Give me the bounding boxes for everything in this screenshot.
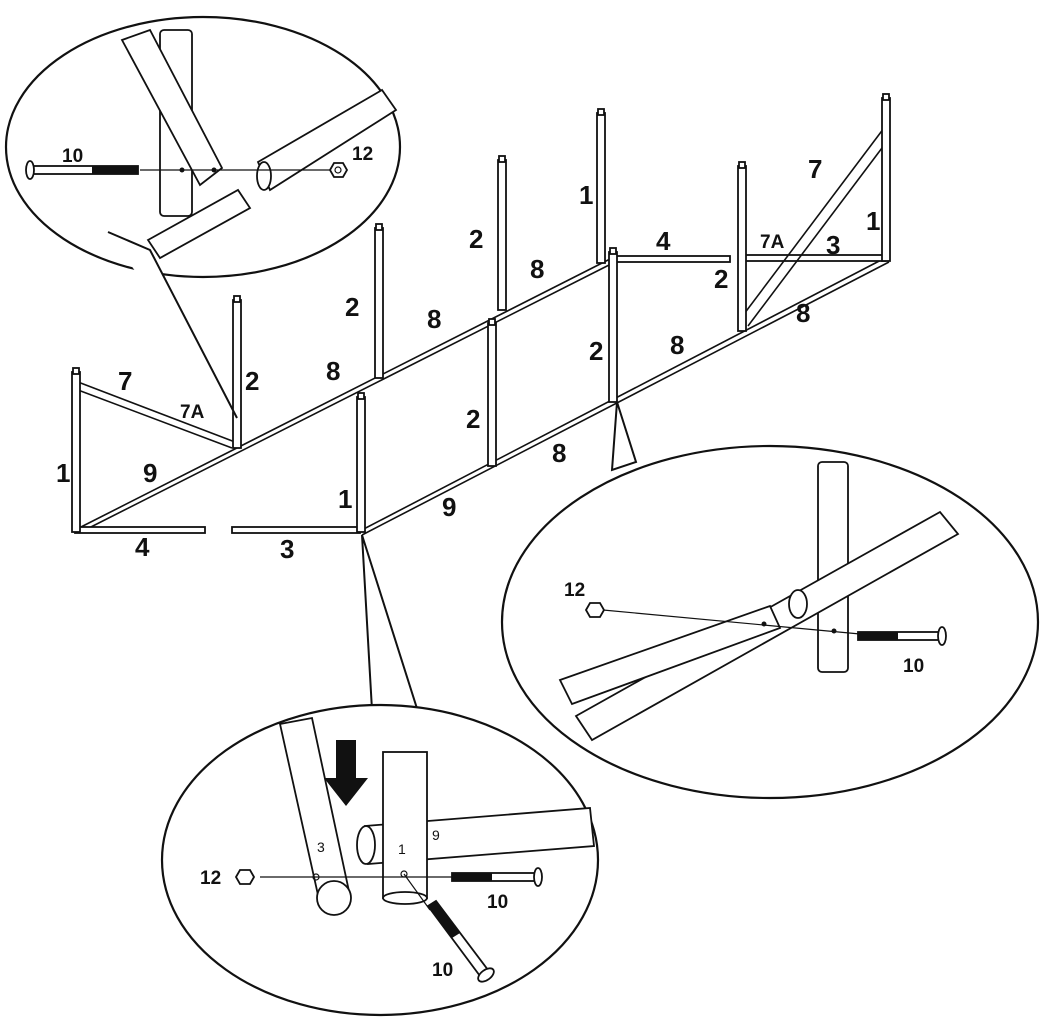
detail-post-1 bbox=[382, 751, 428, 899]
label-post-1: 1 bbox=[398, 841, 406, 857]
bolt-icon bbox=[426, 899, 495, 983]
nut-icon bbox=[328, 162, 349, 178]
detail-right: 12 10 bbox=[500, 401, 1040, 800]
label-brace-7: 7 bbox=[118, 366, 132, 396]
label-post-1: 1 bbox=[56, 458, 70, 488]
main-frame: 1 1 1 1 2 2 2 2 2 2 9 9 8 8 8 8 8 8 4 3 … bbox=[56, 93, 891, 564]
bolt-icon bbox=[451, 867, 543, 887]
label-nut-12: 12 bbox=[352, 144, 373, 165]
detail-top-left: 10 12 bbox=[4, 15, 402, 419]
post-2-d bbox=[737, 165, 747, 332]
brace-7-right bbox=[740, 127, 885, 319]
label-brace-7a: 7A bbox=[760, 232, 785, 253]
post-caps bbox=[72, 93, 890, 400]
label-bar-9: 9 bbox=[432, 827, 440, 843]
post-1-front-mid bbox=[356, 396, 366, 533]
label-bolt-10: 10 bbox=[903, 656, 924, 677]
rail-back-top bbox=[74, 257, 613, 531]
label-post-1: 1 bbox=[579, 180, 593, 210]
rail-front-bottom bbox=[357, 257, 886, 533]
label-bar-8: 8 bbox=[796, 298, 810, 328]
bar-4-back bbox=[611, 255, 731, 263]
label-bar-3: 3 bbox=[280, 534, 294, 564]
label-post-2: 2 bbox=[589, 336, 603, 366]
callout-pointer bbox=[107, 231, 238, 419]
label-bolt-10: 10 bbox=[432, 960, 453, 981]
nut-icon bbox=[234, 869, 256, 885]
label-bar-8: 8 bbox=[552, 438, 566, 468]
label-bolt-10: 10 bbox=[62, 146, 83, 167]
label-bolt-10: 10 bbox=[487, 892, 508, 913]
down-arrow-icon bbox=[324, 740, 368, 806]
post-2-f bbox=[608, 251, 618, 403]
detail-brace bbox=[120, 28, 224, 187]
label-post-2: 2 bbox=[345, 292, 359, 322]
post-2-a bbox=[232, 299, 242, 449]
label-brace-7a: 7A bbox=[180, 402, 205, 423]
label-pipe-3: 3 bbox=[317, 839, 325, 855]
label-post-1: 1 bbox=[866, 206, 880, 236]
post-1-back-mid bbox=[596, 112, 606, 264]
label-bar-3: 3 bbox=[826, 230, 840, 260]
label-post-2: 2 bbox=[469, 224, 483, 254]
label-bar-8: 8 bbox=[427, 304, 441, 334]
label-post-1: 1 bbox=[338, 484, 352, 514]
post-1-back-right bbox=[881, 97, 891, 262]
bolt-icon bbox=[857, 626, 947, 646]
detail-bottom: 3 1 9 12 10 10 bbox=[160, 534, 600, 1017]
label-bar-4: 4 bbox=[135, 532, 150, 562]
post-1-front-left bbox=[71, 371, 81, 533]
label-brace-7: 7 bbox=[808, 154, 822, 184]
label-post-2: 2 bbox=[714, 264, 728, 294]
label-bar-9: 9 bbox=[442, 492, 456, 522]
label-post-2: 2 bbox=[245, 366, 259, 396]
label-bar-4: 4 bbox=[656, 226, 671, 256]
post-2-e bbox=[487, 322, 497, 467]
label-bar-8: 8 bbox=[326, 356, 340, 386]
bar-3-front bbox=[231, 526, 361, 534]
brace-7-left bbox=[77, 381, 236, 443]
label-bar-8: 8 bbox=[530, 254, 544, 284]
nut-icon bbox=[584, 602, 606, 618]
post-2-c bbox=[497, 159, 507, 311]
label-bar-9: 9 bbox=[143, 458, 157, 488]
callout-pointer bbox=[610, 401, 638, 472]
bar-3-back bbox=[739, 254, 886, 262]
label-nut-12: 12 bbox=[564, 580, 585, 601]
callout-pointer bbox=[361, 534, 422, 720]
post-2-b bbox=[374, 227, 384, 379]
label-nut-12: 12 bbox=[200, 868, 221, 889]
label-post-2: 2 bbox=[466, 404, 480, 434]
label-bar-8: 8 bbox=[670, 330, 684, 360]
bolt-icon bbox=[25, 160, 139, 180]
